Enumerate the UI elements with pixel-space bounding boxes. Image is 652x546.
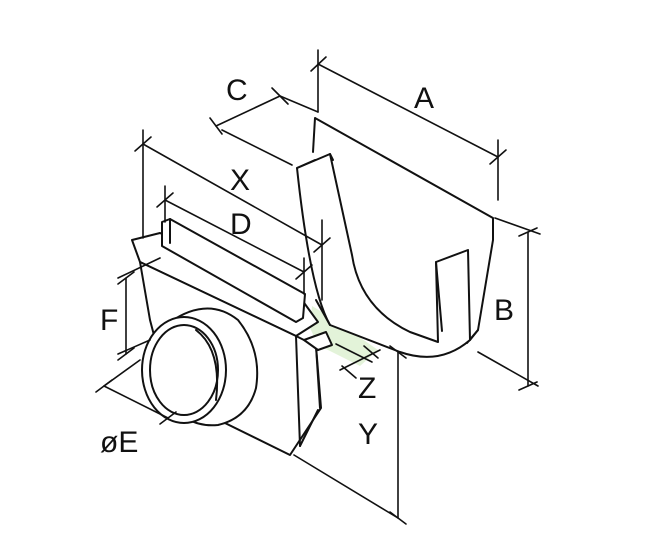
label-y: Y [358,418,378,451]
label-b: B [494,294,514,327]
label-x: X [230,164,250,197]
label-f: F [100,304,118,337]
label-c: C [226,74,248,107]
label-z: Z [358,372,376,405]
label-e: øE [100,426,138,459]
channel-section [296,117,494,358]
label-d: D [230,208,252,241]
dimension-lines [95,49,541,525]
pipe-outlet [141,307,259,427]
label-a: A [414,82,434,115]
